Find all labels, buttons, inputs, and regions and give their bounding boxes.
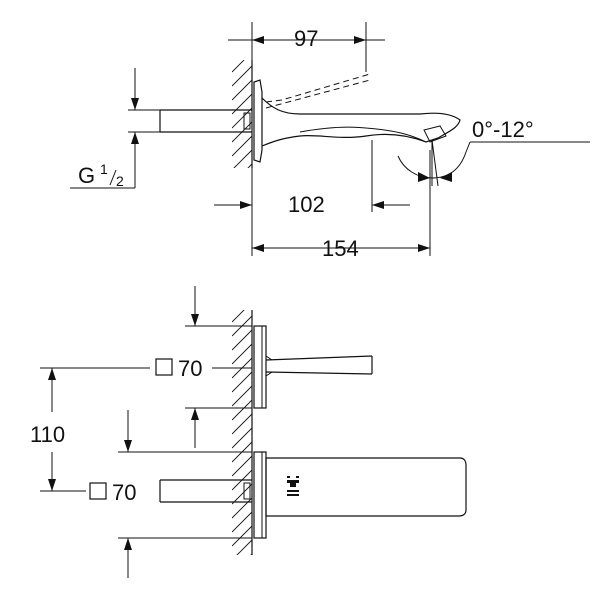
dim-angle-label: 0°-12° — [472, 117, 534, 142]
square-size-spout: 70 — [89, 480, 136, 505]
dimension-110: 110 — [30, 367, 150, 492]
handle-plate-height-dim — [185, 286, 252, 448]
spout-square-label: 70 — [112, 480, 136, 505]
dimension-97: 97 — [228, 22, 385, 72]
top-view: 97 102 154 0°-1 — [70, 22, 590, 261]
thread-fraction-num: 1 — [100, 161, 108, 177]
front-view: 70 70 — [30, 286, 467, 578]
handle-square-label: 70 — [178, 356, 202, 381]
spout-side-body — [265, 457, 467, 517]
connector-pipe-bottom — [159, 479, 252, 503]
dimension-154: 154 — [251, 150, 431, 261]
spout-underside — [299, 126, 427, 143]
square-symbol-icon — [89, 482, 107, 500]
thread-dimension: G 1 2 — [70, 68, 160, 189]
spout-body — [261, 97, 461, 147]
square-size-handle: 70 — [155, 356, 252, 381]
wall-hatching-bottom — [232, 310, 252, 555]
dimension-angle: 0°-12° — [397, 117, 590, 187]
handle-plate — [253, 325, 273, 409]
dimension-102: 102 — [214, 140, 410, 217]
dim-110-label: 110 — [30, 422, 65, 447]
handle-lever — [265, 355, 373, 375]
spout-swivel-dashed — [265, 73, 371, 103]
spout-outlet — [423, 125, 447, 143]
spout-plate-height-dim — [118, 410, 252, 578]
brand-logo — [287, 476, 299, 496]
square-symbol-icon — [155, 358, 173, 376]
thread-g-label: G — [78, 163, 95, 188]
dim-102-label: 102 — [288, 192, 325, 217]
wall-hatching-top — [232, 60, 252, 168]
wall-plate-top — [253, 79, 263, 163]
connection-pipe — [159, 109, 252, 133]
dim-97-label: 97 — [294, 26, 318, 51]
spout-plate — [253, 451, 267, 539]
thread-fraction-den: 2 — [116, 173, 124, 189]
dim-154-label: 154 — [322, 236, 359, 261]
